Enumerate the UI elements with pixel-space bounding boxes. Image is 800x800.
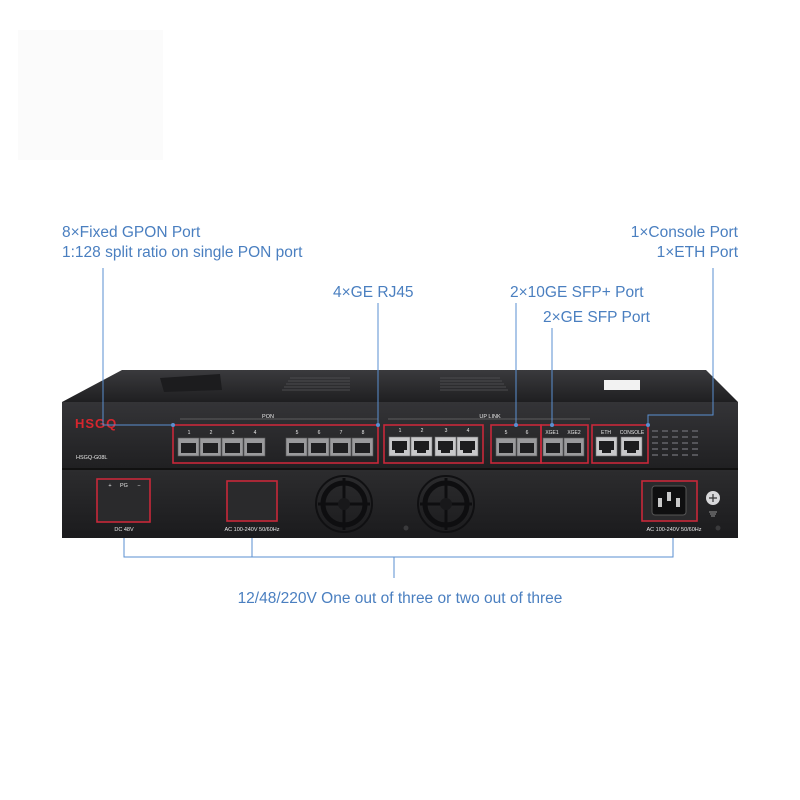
dc-power-module [96,478,151,523]
xge-label: XGE1 [545,430,559,436]
rj45-port-number: 2 [421,428,424,434]
gpon-callout-subtitle: 1:128 split ratio on single PON port [62,244,303,261]
dc-label: DC 48V [114,527,134,533]
pon-port-number: 8 [362,430,365,436]
model-label: HSGQ-G08L [76,455,107,461]
dc-plus: + [108,483,111,489]
rj45-highlight-box [383,424,484,464]
pon-port-numbers: 1 2 3 4 5 6 7 8 [188,430,365,436]
sfp-plus-callout: 2×10GE SFP+ Port [510,284,644,301]
pon-highlight-box [172,424,379,464]
ge-sfp-callout: 2×GE SFP Port [543,309,650,326]
sfp-port-number: 5 [505,430,508,436]
power-callout: 12/48/220V One out of three or two out o… [237,590,563,607]
dc-minus: − [137,483,140,489]
uplink-group-label: UP LINK [479,414,501,420]
pon-port-number: 1 [188,430,191,436]
top-bracket [160,374,222,392]
ground-screw-icon [706,491,720,517]
rj45-port-number: 1 [399,428,402,434]
top-sticker [604,380,640,390]
pon-port-number: 7 [340,430,343,436]
eth-callout: 1×ETH Port [656,244,738,261]
fan-left [315,475,373,533]
xge-label: XGE2 [567,430,581,436]
watermark-area [18,30,163,160]
pon-group-label: PON [262,414,274,420]
xge-labels: XGE1 XGE2 [545,430,581,436]
pon-port-number: 5 [296,430,299,436]
brand-logo: HSGQ [75,416,117,431]
ac-power-module [226,480,278,522]
dc-pg: PG [120,483,128,489]
sfp-port-numbers: 5 6 [505,430,529,436]
rj45-port-numbers: 1 2 3 4 [399,428,470,434]
sfp-port-number: 6 [526,430,529,436]
top-vents [282,377,508,391]
pon-port-number: 4 [254,430,257,436]
ac-right-label: AC 100-240V 50/60Hz [646,527,701,533]
chassis-top [62,370,738,402]
ac-mid-label: AC 100-240V 50/60Hz [224,527,279,533]
gpon-leader [102,268,173,426]
ge-sfp-highlight-box [540,424,589,464]
console-leader [647,268,714,425]
rj45-port-number: 3 [445,428,448,434]
front-panel [62,402,738,468]
console-label: CONSOLE [620,430,645,436]
rj45-callout: 4×GE RJ45 [333,284,414,301]
console-highlight-box [591,424,649,464]
gpon-callout-title: 8×Fixed GPON Port [62,224,201,241]
leader-lines [102,268,714,578]
rj45-port-number: 4 [467,428,470,434]
power-leader [123,538,674,558]
pon-port-number: 6 [318,430,321,436]
status-leds [652,430,698,456]
console-callout: 1×Console Port [630,224,738,241]
eth-label: ETH [601,430,611,436]
pon-port-number: 3 [232,430,235,436]
rear-panel [62,470,738,538]
pon-port-number: 2 [210,430,213,436]
fan-right [417,475,475,533]
